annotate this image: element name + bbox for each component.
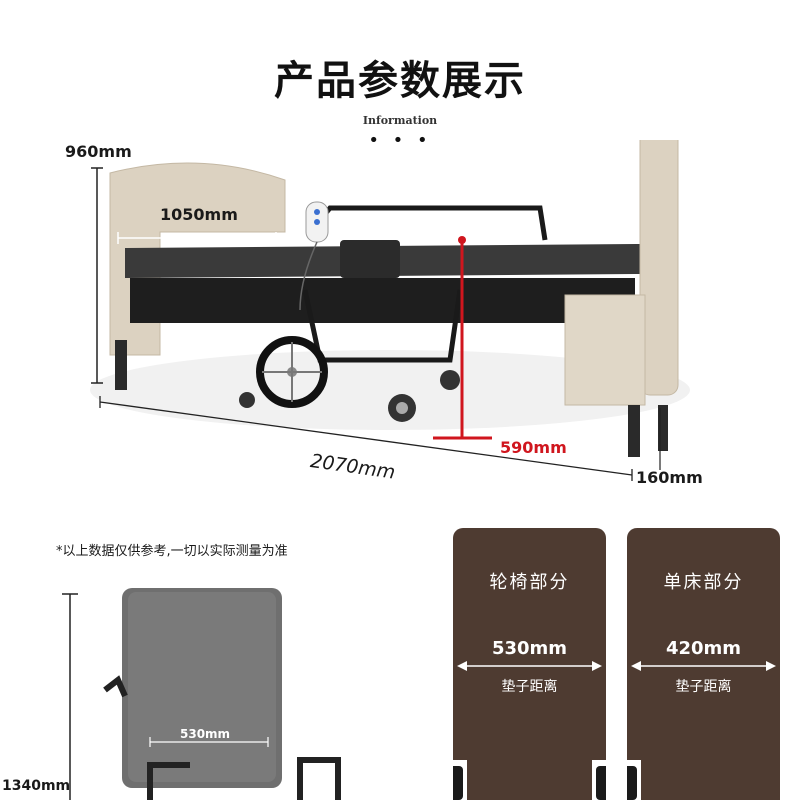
- right-leg: [628, 405, 640, 457]
- height-value: 960mm: [65, 142, 132, 161]
- card-title: 轮椅部分: [489, 572, 570, 593]
- bed-illustration: [90, 140, 690, 481]
- card-bottom-strip: [627, 760, 780, 800]
- side-rail: [318, 205, 548, 241]
- page-subtitle: Information: [362, 114, 438, 127]
- double-arrow-icon: [631, 661, 776, 671]
- headboard-width-value: 1050mm: [160, 205, 238, 224]
- page-title: 产品参数展示: [274, 58, 526, 104]
- bed-frame: [130, 278, 635, 323]
- seat-height-value: 590mm: [500, 438, 567, 457]
- cushion-width-value: 530mm: [180, 727, 231, 741]
- card-label: 垫子距离: [675, 679, 732, 695]
- card-title: 单床部分: [663, 572, 744, 593]
- double-arrow-icon: [457, 661, 602, 671]
- card-value: 420mm: [665, 638, 742, 659]
- leg-height-value: 160mm: [636, 468, 703, 487]
- floor-shadow: [90, 350, 690, 430]
- card-bed-part: 单床部分 420mm 垫子距离: [627, 528, 780, 800]
- decorative-dots: • • •: [368, 130, 432, 151]
- disclaimer-note: *以上数据仅供参考,一切以实际测量为准: [56, 544, 288, 559]
- card-bottom-strip: [453, 760, 606, 800]
- wheelchair-illustration: [62, 588, 341, 800]
- card-value: 530mm: [491, 638, 568, 659]
- card-label: 垫子距离: [501, 679, 558, 695]
- card-wheelchair-part: 轮椅部分 530mm 垫子距离: [453, 528, 606, 800]
- rear-wheel: [256, 336, 328, 408]
- wheelchair-height-value: 1340mm: [2, 778, 71, 794]
- left-leg: [115, 340, 127, 390]
- length-dimension-line: [99, 401, 633, 476]
- right-panel: [564, 294, 646, 406]
- right-headboard: [639, 140, 679, 396]
